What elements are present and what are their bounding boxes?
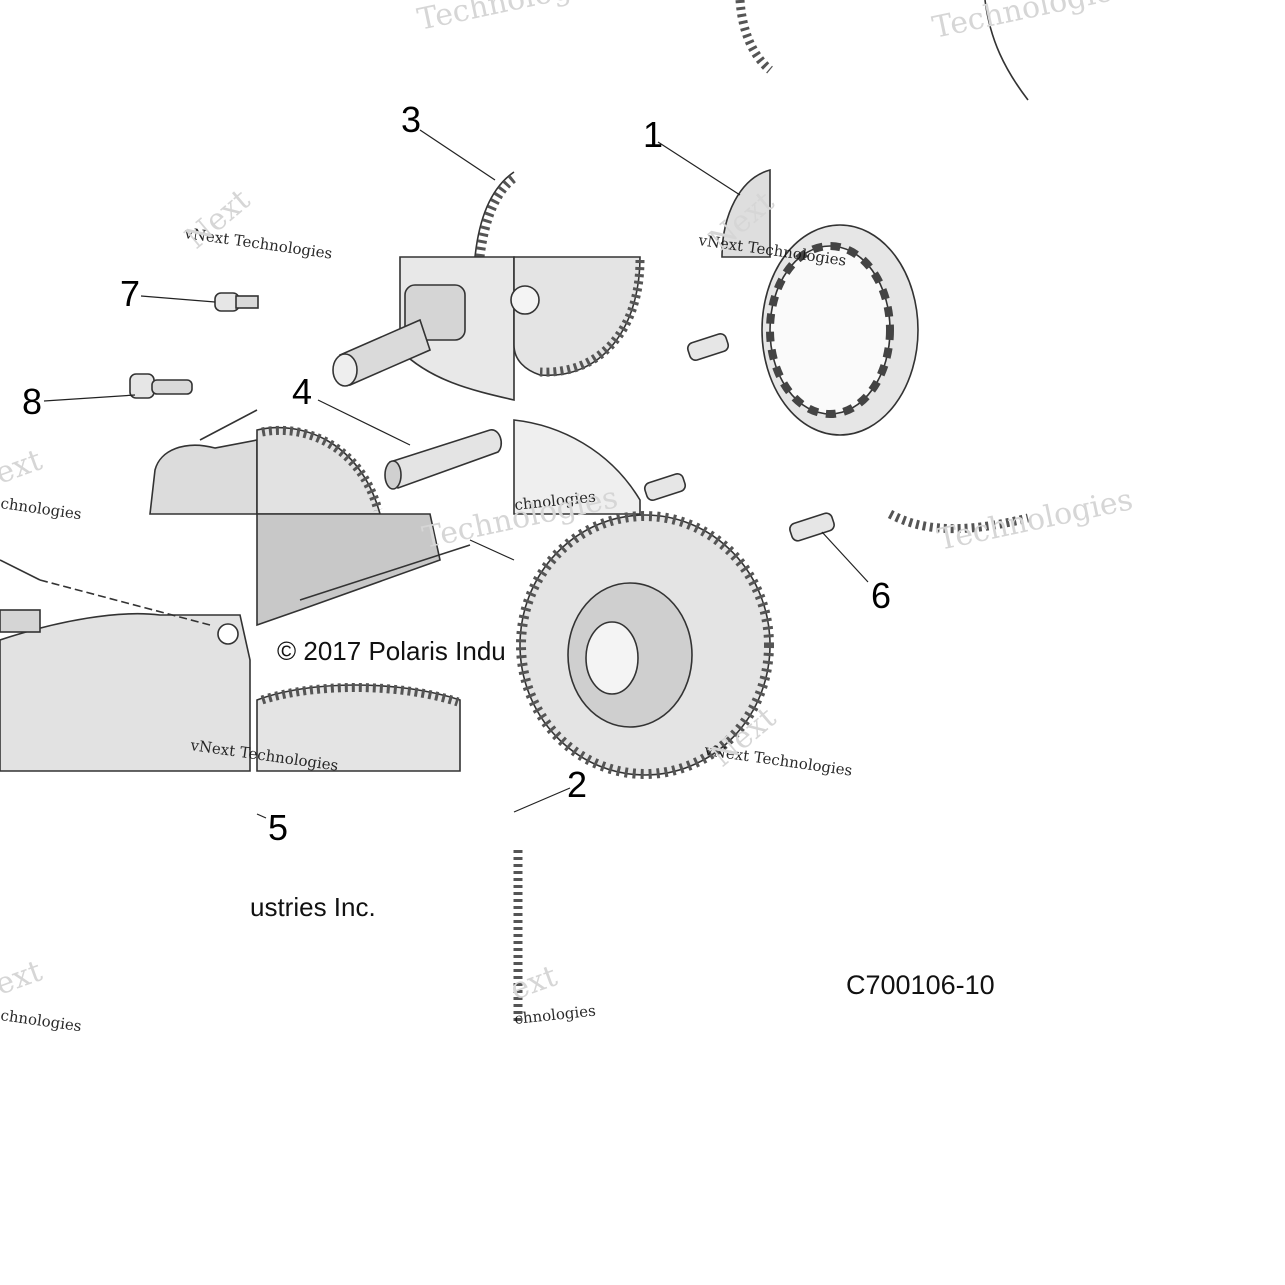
callout-8: 8 <box>22 381 42 422</box>
watermark-large: Technologies <box>414 0 615 38</box>
starter-motor-end-illustration <box>149 409 258 515</box>
one-way-clutch-housing-1-illustration <box>721 168 771 258</box>
leader-2 <box>513 787 571 813</box>
clutch-plate-segment-illustration <box>513 419 641 515</box>
leader-5 <box>256 813 267 819</box>
copyright-fragment-right: ustries Inc. <box>250 892 376 922</box>
bolt-7-illustration <box>214 292 259 312</box>
gear-3-top-illustration <box>474 171 517 258</box>
leader-7 <box>140 295 216 303</box>
bolt-6a-illustration <box>686 333 730 361</box>
callout-2: 2 <box>567 764 587 805</box>
starter-motor-cylinder-illustration <box>256 513 471 772</box>
leader-6 <box>821 531 869 583</box>
callout-1: 1 <box>643 114 663 155</box>
pin-4-illustration <box>384 429 502 490</box>
callout-5: 5 <box>268 807 288 848</box>
leader-tile-join <box>469 539 515 561</box>
one-way-clutch-illustration <box>761 224 919 436</box>
leader-lines <box>43 129 869 819</box>
watermark-tail: chnologies <box>514 1002 597 1028</box>
watermark-tail: chnologies <box>0 1006 83 1035</box>
leader-8 <box>43 394 136 402</box>
part-number-label: C700106-10 <box>846 970 995 1000</box>
starter-gear-illustration <box>510 256 645 377</box>
gear-edge-right-illustration <box>887 510 1030 534</box>
watermark-ext: ext <box>0 443 47 492</box>
starter-motor-body-illustration <box>0 559 251 772</box>
watermark-large: Technologies <box>934 482 1135 558</box>
copyright-fragment-left: © 2017 Polaris Indu <box>277 636 506 666</box>
leader-3 <box>419 129 496 181</box>
gear-top-right-illustration <box>735 0 1029 101</box>
starter-gear-2-illustration <box>516 511 774 779</box>
leader-4 <box>317 399 411 446</box>
starter-drive-shaft-illustration <box>332 256 515 402</box>
bolt-8-illustration <box>129 373 193 399</box>
bolt-6-illustration <box>789 512 835 542</box>
leader-1 <box>657 141 741 196</box>
watermark-large: Technologies <box>929 0 1130 46</box>
callout-6: 6 <box>871 575 891 616</box>
callout-4: 4 <box>292 371 312 412</box>
bolt-6b-illustration <box>643 473 687 501</box>
callout-7: 7 <box>120 273 140 314</box>
watermark-tail: chnologies <box>0 494 83 523</box>
watermark-ext: ext <box>506 959 562 1008</box>
watermark-ext: ext <box>0 954 47 1003</box>
idler-gear-segment-illustration <box>256 425 383 515</box>
callout-3: 3 <box>401 99 421 140</box>
watermarks: Technologies Technologies vNext Technolo… <box>0 0 1136 1035</box>
